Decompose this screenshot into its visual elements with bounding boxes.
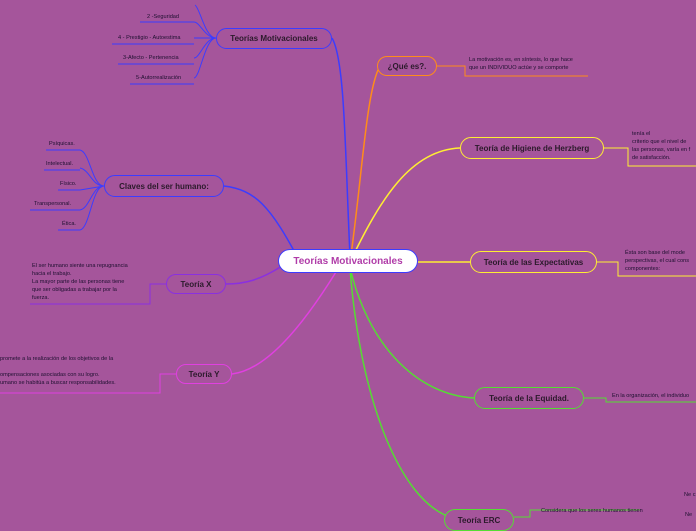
item-fisico: Físico. <box>60 181 77 187</box>
link-claves <box>223 185 301 263</box>
link-equidad <box>349 267 475 399</box>
node-teoria-y[interactable]: Teoría Y <box>176 364 232 384</box>
node-teoria-x[interactable]: Teoría X <box>166 274 226 294</box>
text-teoria-x: El ser humano siente una repugnancia hac… <box>32 263 128 301</box>
item-intelectual: Intelectual. <box>46 161 74 167</box>
link-teoria-x <box>225 265 283 285</box>
underline-claves-items <box>30 149 80 231</box>
text-que-es: La motivación es, en síntesis, lo que ha… <box>469 57 573 71</box>
link-erc <box>349 267 451 518</box>
text-erc-extra-2: Ne <box>685 512 693 518</box>
item-seguridad: 2 -Seguridad <box>147 14 180 20</box>
node-que-es[interactable]: ¿Qué es?. <box>377 56 437 76</box>
central-topic[interactable]: Teorías Motivacionales <box>278 249 418 273</box>
node-erc[interactable]: Teoría ERC <box>444 509 514 531</box>
mind-map-links <box>0 4 696 518</box>
text-erc-extra-1: Ne c <box>684 492 696 498</box>
text-expectativas: Ésta son base del mode perspectivas, el … <box>625 250 690 272</box>
underline-teoria-x <box>30 283 166 305</box>
text-equidad: En la organización, el individuo <box>612 393 690 399</box>
underline-herzberg <box>604 147 696 167</box>
item-afecto: 3-Afecto - Pertenencia <box>123 55 179 61</box>
underline-que-es <box>437 65 588 77</box>
item-psiquicas: Psíquicas. <box>49 141 75 147</box>
node-teorias-motivacionales[interactable]: Teorías Motivacionales <box>216 28 332 49</box>
item-autorrealizacion: 5-Autorrealización <box>136 75 182 81</box>
text-herzberg: tenía el criterio que el nivel de las pe… <box>632 131 691 161</box>
underline-motivacionales-items <box>112 21 194 85</box>
underline-erc <box>514 509 640 518</box>
link-herzberg <box>349 147 461 263</box>
underline-equidad <box>584 397 696 403</box>
fan-motivacionales <box>193 4 217 79</box>
underline-expectativas <box>597 261 696 277</box>
link-que-es <box>349 65 381 263</box>
text-teoria-y: promete a la realización de los objetivo… <box>0 356 116 386</box>
item-etica: Ética. <box>62 221 76 227</box>
underline-teoria-y <box>0 373 176 394</box>
node-herzberg[interactable]: Teoría de Higiene de Herzberg <box>460 137 604 159</box>
node-equidad[interactable]: Teoría de la Equidad. <box>474 387 584 409</box>
fan-claves <box>79 149 105 231</box>
link-motivacionales <box>331 37 351 257</box>
node-claves-ser-humano[interactable]: Claves del ser humano: <box>104 175 224 197</box>
item-transpersonal: Transpersonal. <box>34 201 72 207</box>
link-teoria-y <box>231 271 337 375</box>
text-erc: Considera que los seres humanos tienen <box>541 508 643 514</box>
item-prestigio: 4 - Prestigio - Autoestima <box>118 35 181 41</box>
node-expectativas[interactable]: Teoría de las Expectativas <box>470 251 597 273</box>
